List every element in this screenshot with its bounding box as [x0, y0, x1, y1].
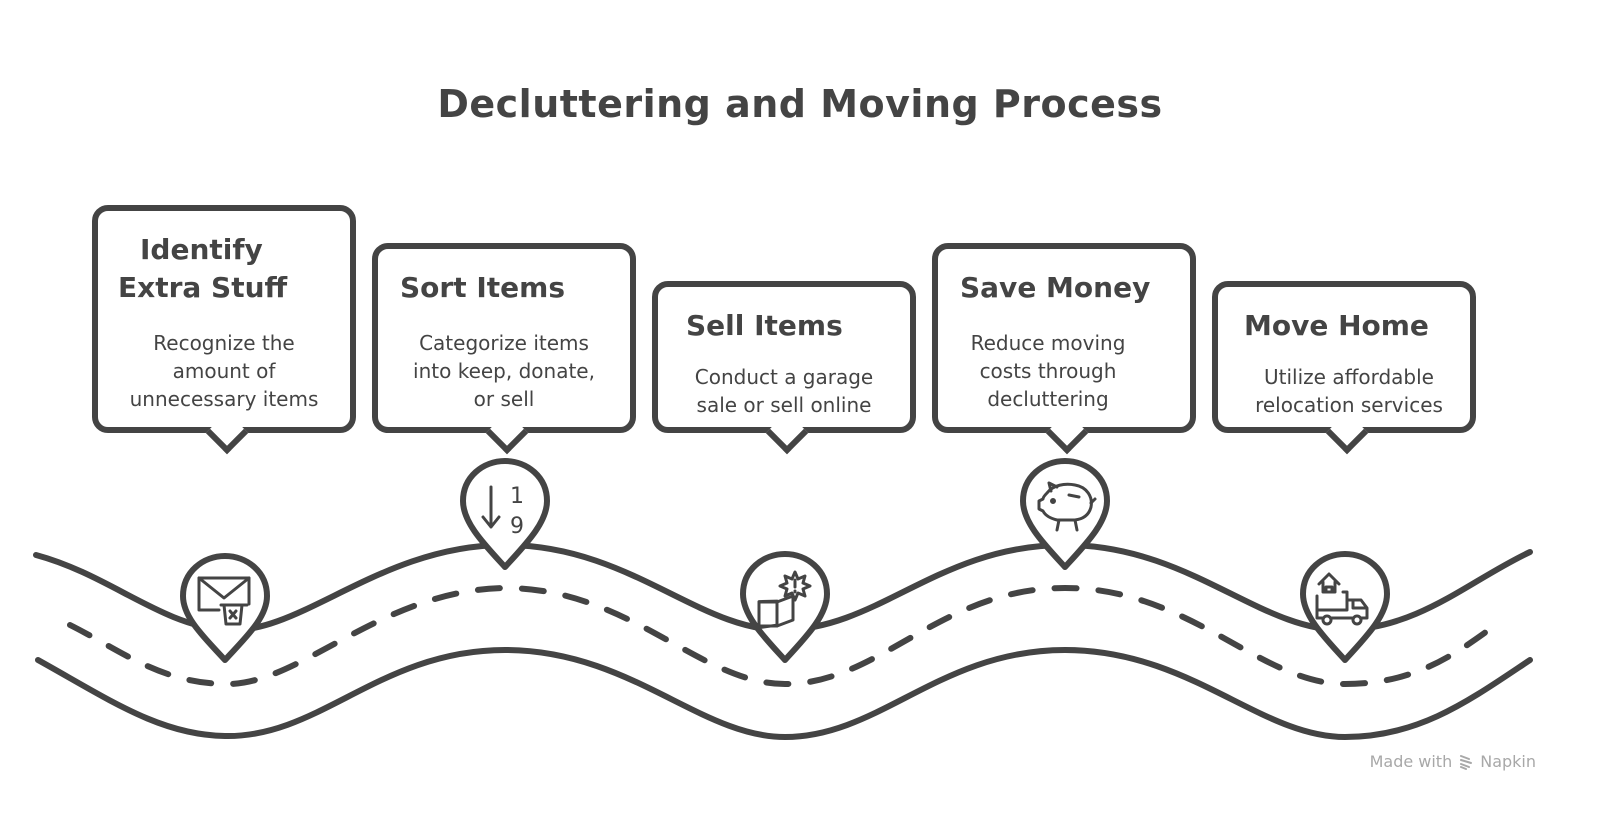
step-card-sell-items: Sell Items Conduct a garage sale or sell…: [652, 281, 916, 433]
diagram-title: Decluttering and Moving Process: [437, 82, 1163, 126]
step-description: into keep, donate,: [413, 359, 595, 383]
step-description: unnecessary items: [129, 387, 319, 411]
pin-sort-items: 1 9: [460, 458, 550, 570]
road-bottom-edge: [35, 647, 1533, 740]
step-title: Save Money: [960, 271, 1151, 304]
napkin-watermark[interactable]: Made with Napkin: [1370, 752, 1536, 771]
watermark-brand: Napkin: [1480, 752, 1536, 771]
step-description: decluttering: [987, 387, 1109, 411]
sort-1-9-icon: 1 9: [481, 484, 524, 539]
step-description: Reduce moving: [970, 331, 1126, 355]
step-description: or sell: [473, 387, 535, 411]
step-description: Utilize affordable: [1264, 365, 1434, 389]
svg-text:9: 9: [510, 514, 524, 539]
pin-sell-items: [740, 551, 830, 663]
step-description: Recognize the: [153, 331, 295, 355]
piggy-bank-icon: [1037, 481, 1097, 532]
pin-save-money: [1020, 458, 1110, 570]
step-description: costs through: [979, 359, 1117, 383]
svg-text:1: 1: [510, 484, 524, 509]
napkin-logo-icon: [1460, 754, 1473, 770]
step-card-identify-extra-stuff: Identify Extra Stuff Recognize the amoun…: [92, 205, 356, 433]
step-description: amount of: [172, 359, 276, 383]
watermark-prefix: Made with: [1369, 752, 1453, 771]
step-card-save-money: Save Money Reduce moving costs through d…: [932, 243, 1196, 433]
pin-identify-extra-stuff: [180, 553, 270, 663]
step-title: Sort Items: [400, 271, 565, 304]
book-alert-icon: [757, 570, 812, 630]
step-title: Move Home: [1244, 309, 1429, 342]
step-description: Categorize items: [419, 331, 589, 355]
pin-move-home: [1300, 551, 1390, 663]
step-description: Conduct a garage: [694, 365, 874, 389]
road-center-line: [67, 585, 1503, 688]
step-title: Sell Items: [686, 309, 843, 342]
step-title: Extra Stuff: [118, 271, 288, 304]
mail-delete-icon: [197, 576, 251, 626]
step-title: Identify: [140, 233, 263, 266]
moving-truck-house-icon: [1315, 572, 1369, 626]
